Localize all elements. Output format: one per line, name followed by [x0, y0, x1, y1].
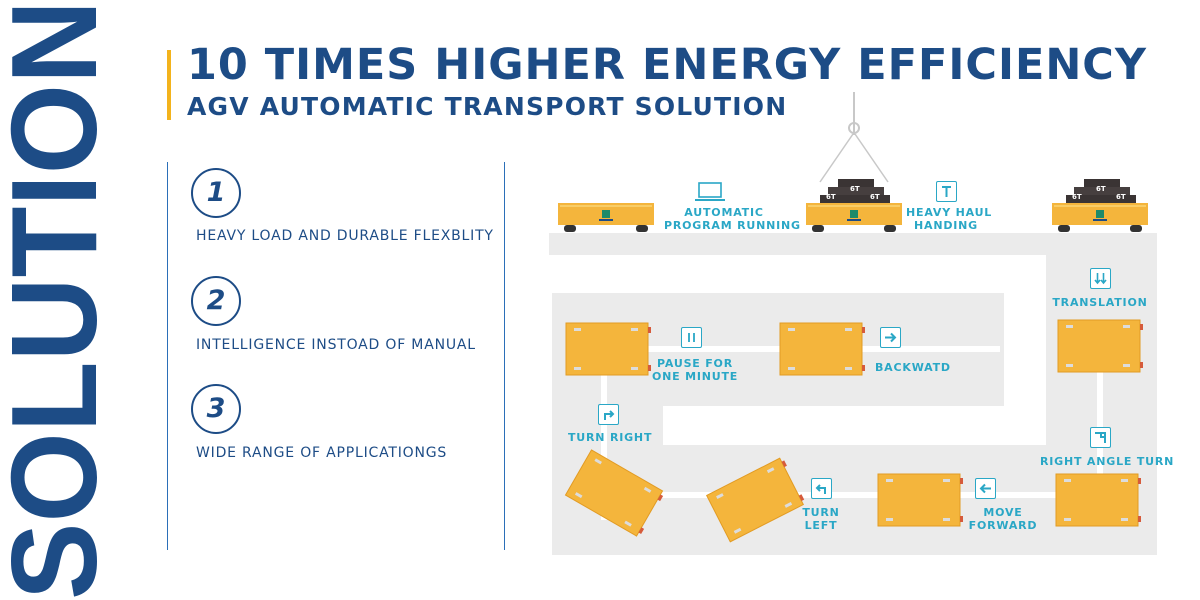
page-title: 10 TIMES HIGHER ENERGY EFFICIENCY: [187, 40, 1147, 90]
label-turn-left: TURN LEFT: [798, 506, 844, 532]
label-automatic-line2: PROGRAM RUNNING: [664, 219, 801, 232]
label-heavy-line2: HANDING: [914, 219, 978, 232]
arrow-left-icon: [975, 478, 996, 499]
top-platform: [549, 233, 1157, 255]
turn-right-icon: [598, 404, 619, 425]
weight-label: 6T: [1072, 193, 1082, 201]
label-automatic: AUTOMATIC PROGRAM RUNNING: [664, 206, 801, 232]
left-divider: [167, 162, 168, 550]
translation-arrows-icon: [1090, 268, 1111, 289]
feature-number-1: 1: [191, 168, 241, 218]
label-turn-left-line2: LEFT: [804, 519, 838, 532]
header-accent-bar: [167, 50, 171, 120]
arrow-right-icon: [880, 327, 901, 348]
right-angle-turn-icon: [1090, 427, 1111, 448]
middle-divider: [504, 162, 505, 550]
agv-route-diagram: 6T 6T 6T 6T 6T 6T: [549, 92, 1157, 555]
hook-icon: [848, 122, 860, 134]
label-translation: TRANSLATION: [1052, 296, 1148, 309]
page-subtitle: AGV AUTOMATIC TRANSPORT SOLUTION: [187, 92, 788, 121]
label-turn-left-line1: TURN: [802, 506, 840, 519]
label-backward: BACKWATD: [875, 361, 951, 374]
label-move-forward: MOVE FORWARD: [968, 506, 1038, 532]
feature-number-3: 3: [191, 384, 241, 434]
label-heavy-line1: HEAVY HAUL: [906, 206, 993, 219]
label-pause: PAUSE FOR ONE MINUTE: [652, 357, 738, 383]
hoist-t-icon: [936, 181, 957, 202]
label-move-line2: FORWARD: [968, 519, 1038, 532]
pause-icon: [681, 327, 702, 348]
feature-number-2: 2: [191, 276, 241, 326]
weight-label: 6T: [826, 193, 836, 201]
label-automatic-line1: AUTOMATIC: [684, 206, 764, 219]
weight-label: 6T: [1096, 185, 1106, 193]
weight-label: 6T: [870, 193, 880, 201]
label-right-angle-turn: RIGHT ANGLE TURN: [1040, 455, 1175, 468]
laptop-icon: [693, 181, 727, 207]
label-turn-right: TURN RIGHT: [568, 431, 653, 444]
weight-label: 6T: [1116, 193, 1126, 201]
label-pause-line2: ONE MINUTE: [652, 370, 739, 383]
turn-left-icon: [811, 478, 832, 499]
feature-text-1: HEAVY LOAD AND DURABLE FLEXBLITY: [196, 228, 494, 244]
label-heavy-haul: HEAVY HAUL HANDING: [906, 206, 993, 232]
label-move-line1: MOVE: [983, 506, 1023, 519]
feature-text-3: WIDE RANGE OF APPLICATIONGS: [196, 445, 448, 461]
feature-text-2: INTELLIGENCE INSTOAD OF MANUAL: [196, 337, 476, 353]
weight-label: 6T: [850, 185, 860, 193]
label-pause-line1: PAUSE FOR: [657, 357, 733, 370]
side-word-text: SOLUTION: [0, 0, 110, 600]
side-word-solution: SOLUTION: [0, 0, 110, 600]
